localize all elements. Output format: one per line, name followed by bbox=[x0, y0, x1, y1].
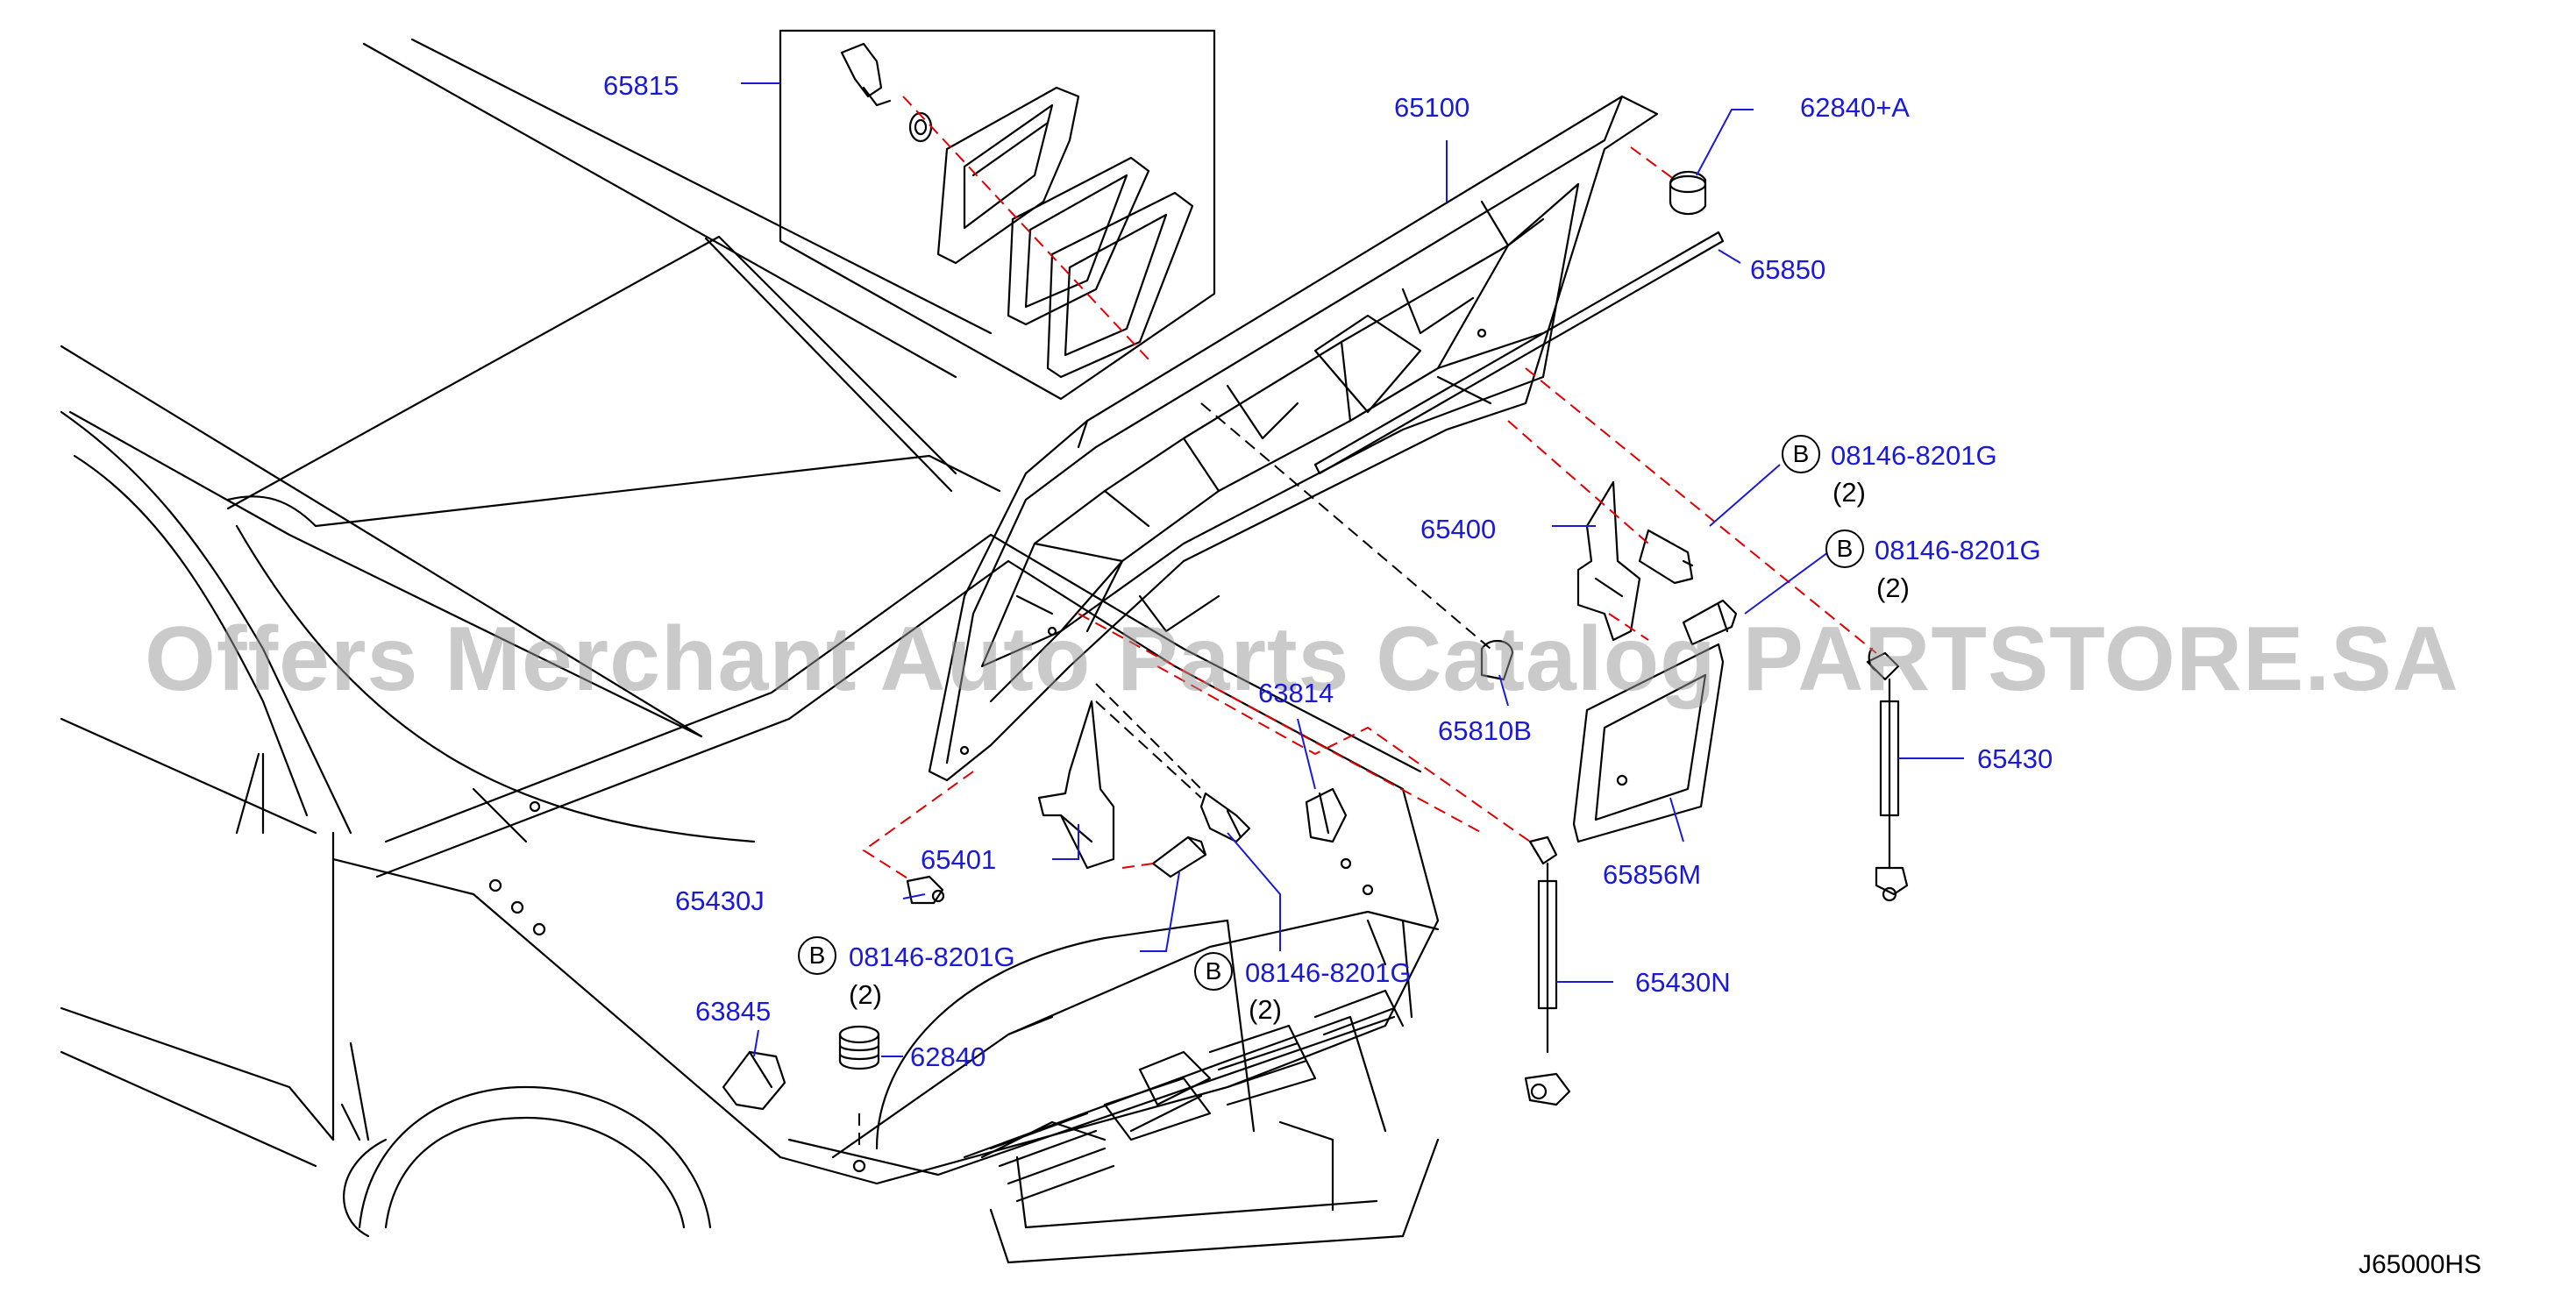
part-label-65430J[interactable]: 65430J bbox=[675, 885, 765, 916]
hood-hinge-right bbox=[1576, 480, 1641, 642]
part-label-63814[interactable]: 63814 bbox=[1258, 678, 1334, 708]
part-label-63845[interactable]: 63845 bbox=[695, 996, 772, 1027]
part-label-65856M[interactable]: 65856M bbox=[1603, 859, 1702, 890]
part-label-65100[interactable]: 65100 bbox=[1394, 92, 1470, 123]
part-label-65401[interactable]: 65401 bbox=[921, 844, 997, 875]
hood-weatherstrip bbox=[1313, 231, 1725, 475]
strut-ball-stud-65430J bbox=[906, 875, 945, 905]
part-label-65400[interactable]: 65400 bbox=[1420, 514, 1497, 544]
vehicle-body bbox=[60, 38, 1440, 1264]
part-label-65810B[interactable]: 65810B bbox=[1438, 715, 1532, 746]
quantity-bolt-3: (2) bbox=[849, 979, 882, 1010]
part-label-bolt-3[interactable]: 08146-8201G bbox=[849, 942, 1015, 972]
part-label-bolt-1[interactable]: 08146-8201G bbox=[1831, 440, 1997, 471]
diagram-code: J65000HS bbox=[2359, 1250, 2482, 1279]
hood-panel bbox=[928, 95, 1659, 782]
bolt-upper-2 bbox=[1682, 599, 1738, 646]
bolt-lower-1 bbox=[1151, 835, 1207, 878]
part-label-62840A[interactable]: 62840+A bbox=[1800, 92, 1910, 123]
assembly-lines-black bbox=[858, 402, 1491, 1148]
hood-bumper-rubber-top bbox=[1669, 170, 1707, 216]
bolt-callout-2: B bbox=[1825, 530, 1864, 568]
bolt-upper-1 bbox=[1638, 529, 1694, 585]
part-label-bolt-2[interactable]: 08146-8201G bbox=[1875, 535, 2041, 565]
watermark: Offers Merchant Auto Parts Catalog PARTS… bbox=[145, 608, 2459, 710]
quantity-bolt-1: (2) bbox=[1832, 477, 1866, 508]
assembly-lines-red bbox=[862, 96, 1877, 882]
bolt-callout-4: B bbox=[1194, 952, 1233, 991]
hood-pad-63814 bbox=[1305, 787, 1348, 843]
hood-gas-strut-left bbox=[1524, 835, 1571, 1106]
leader-lines bbox=[741, 82, 1964, 1057]
part-label-bolt-4[interactable]: 08146-8201G bbox=[1245, 957, 1412, 988]
hood-hinge-left bbox=[1037, 700, 1115, 870]
hood-vent-kit-inset bbox=[779, 29, 1216, 401]
part-label-65815[interactable]: 65815 bbox=[603, 70, 680, 101]
part-label-65850[interactable]: 65850 bbox=[1750, 254, 1826, 285]
part-label-65430[interactable]: 65430 bbox=[1977, 743, 2053, 774]
part-label-65430N[interactable]: 65430N bbox=[1635, 967, 1731, 998]
bolt-lower-2 bbox=[1199, 792, 1251, 843]
insulator-65856M bbox=[1572, 643, 1725, 843]
bolt-callout-1: B bbox=[1782, 435, 1820, 473]
quantity-bolt-2: (2) bbox=[1876, 572, 1910, 603]
hood-lock-cover-63845 bbox=[722, 1050, 786, 1111]
part-label-62840[interactable]: 62840 bbox=[910, 1042, 986, 1072]
bumper-rubber-62840 bbox=[838, 1025, 880, 1173]
hood-gas-strut-right bbox=[1866, 647, 1909, 902]
quantity-bolt-4: (2) bbox=[1249, 994, 1282, 1025]
bolt-callout-3: B bbox=[798, 936, 836, 975]
